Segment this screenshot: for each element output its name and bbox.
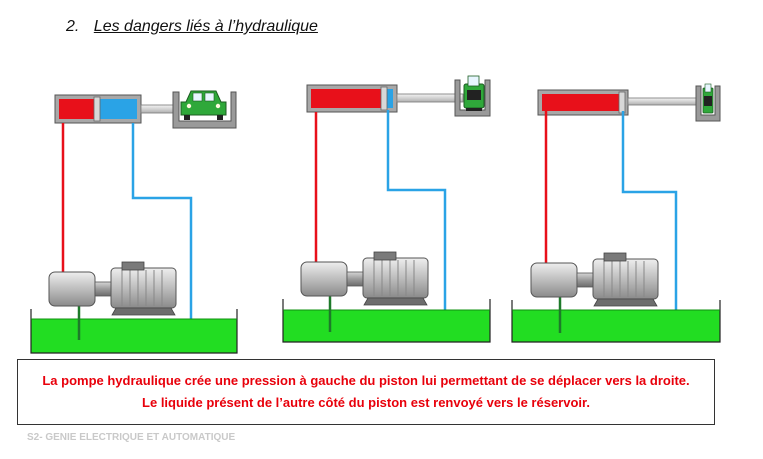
piston bbox=[93, 96, 101, 122]
piston-rod bbox=[396, 93, 464, 103]
pressure-chamber bbox=[311, 89, 382, 108]
section-title: Les dangers liés à l’hydraulique bbox=[93, 18, 318, 35]
pump bbox=[300, 261, 348, 297]
piston-rod bbox=[140, 104, 174, 114]
section-heading: 2. Les dangers liés à l’hydraulique bbox=[66, 18, 318, 36]
panel-3 bbox=[511, 83, 721, 343]
flattened-car-icon bbox=[702, 83, 714, 114]
coupling bbox=[576, 272, 594, 288]
hydraulic-cylinder bbox=[306, 84, 464, 113]
coupling bbox=[94, 281, 112, 297]
hydraulic-cylinder bbox=[54, 94, 174, 124]
electric-motor bbox=[362, 251, 429, 306]
return-line bbox=[131, 123, 193, 338]
electric-motor bbox=[110, 261, 177, 316]
crushed-car-icon bbox=[463, 75, 485, 111]
coupling bbox=[346, 271, 364, 287]
return-line bbox=[386, 110, 447, 330]
press-frame bbox=[454, 79, 491, 117]
pressure-chamber bbox=[542, 94, 620, 111]
return-line bbox=[621, 111, 678, 332]
reservoir bbox=[511, 300, 721, 343]
panel-2 bbox=[282, 75, 491, 343]
page-footer: S2- GENIE ELECTRIQUE ET AUTOMATIQUE bbox=[27, 432, 236, 443]
piston bbox=[618, 91, 626, 114]
panel-1 bbox=[30, 90, 238, 354]
pump bbox=[530, 262, 578, 298]
car-icon bbox=[180, 90, 227, 120]
section-number: 2. bbox=[66, 18, 80, 35]
pressure-chamber bbox=[59, 99, 94, 119]
electric-motor bbox=[592, 252, 659, 307]
press-frame bbox=[695, 85, 721, 122]
reservoir bbox=[30, 309, 238, 354]
explanation-box: La pompe hydraulique crée une pression à… bbox=[17, 359, 715, 425]
explanation-text: La pompe hydraulique crée une pression à… bbox=[42, 373, 690, 410]
piston bbox=[380, 86, 388, 111]
piston-rod bbox=[627, 97, 701, 106]
pump bbox=[48, 271, 96, 307]
reservoir bbox=[282, 299, 491, 343]
hydraulic-cylinder bbox=[537, 89, 701, 116]
press-frame bbox=[172, 91, 237, 129]
